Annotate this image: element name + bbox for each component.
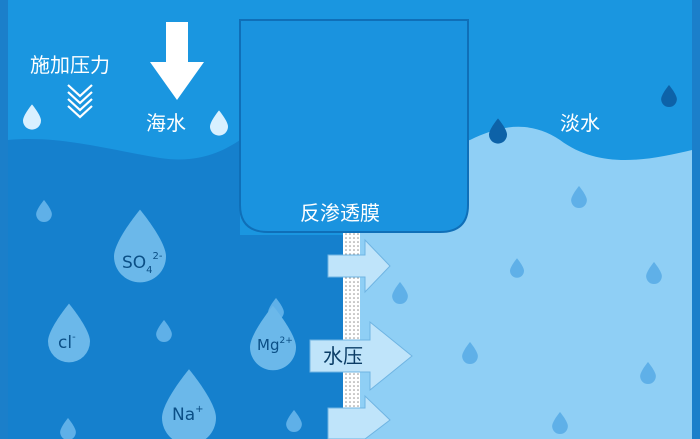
water-pressure-label: 水压: [323, 344, 363, 368]
ion-mg: Mg2+: [250, 305, 296, 371]
tank-left-wall: [0, 0, 8, 439]
svg-text:Mg2+: Mg2+: [257, 336, 293, 354]
tank-right-wall: [692, 0, 700, 439]
flow-arrow-icon: [327, 394, 391, 439]
freshwater-label: 淡水: [560, 111, 600, 135]
chevrons-down-icon: [67, 84, 93, 119]
membrane-label: 反渗透膜: [300, 201, 380, 225]
flow-arrow-icon: [327, 238, 391, 294]
ion-na: Na+: [162, 369, 216, 439]
pressure-label: 施加压力: [30, 53, 110, 77]
flow-arrow-icon: [309, 320, 413, 392]
membrane-strip: [343, 233, 360, 439]
arrow-down-icon: [150, 22, 204, 100]
svg-text:Na+: Na+: [172, 404, 204, 425]
ion-so4: SO42-: [114, 209, 166, 283]
svg-text:SO42-: SO42-: [122, 251, 163, 276]
seawater-label: 海水: [146, 111, 186, 135]
membrane-chamber: [239, 19, 469, 233]
svg-text:cl-: cl-: [58, 332, 76, 353]
ion-cl: cl-: [48, 303, 90, 363]
